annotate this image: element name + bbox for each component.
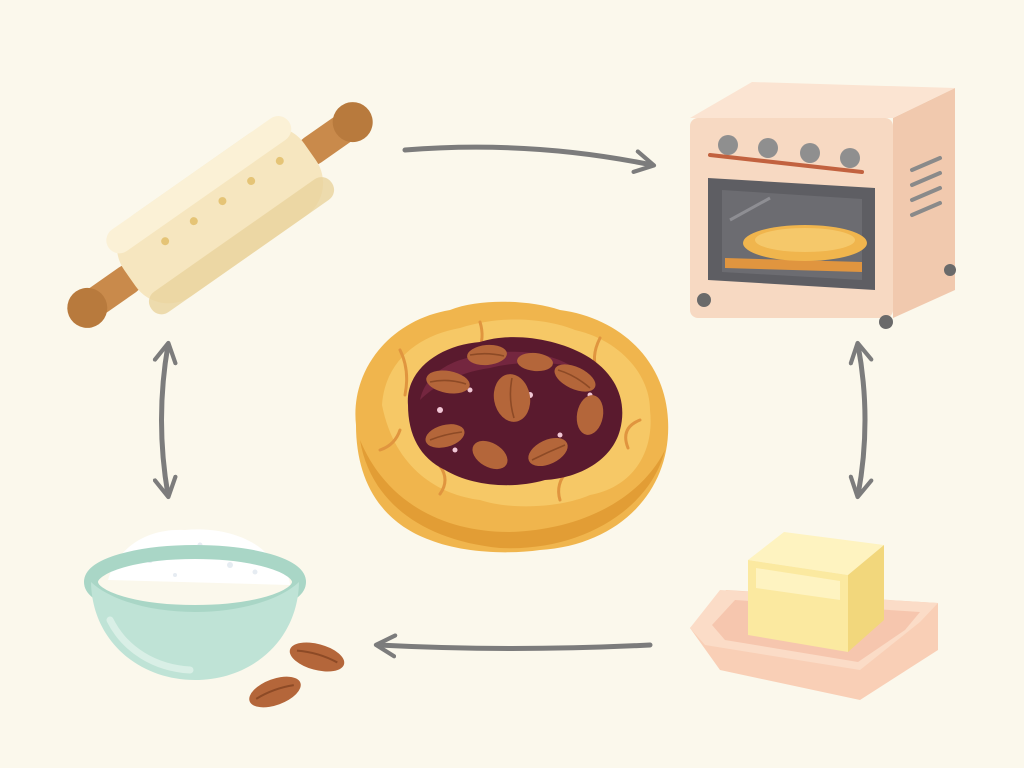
arrow-butter-to-bowl: [373, 633, 653, 659]
almond-icon: [249, 642, 345, 708]
rolling-pin-icon: [67, 102, 373, 328]
oven-icon: [690, 82, 956, 329]
arrow-oven-butter: [848, 340, 874, 500]
flour-bowl-icon: [84, 529, 306, 680]
arrow-bowl-pin: [152, 340, 178, 500]
butter-block-icon: [690, 532, 938, 700]
almond-galette-icon: [355, 301, 669, 553]
arrow-pin-to-oven: [402, 144, 657, 174]
